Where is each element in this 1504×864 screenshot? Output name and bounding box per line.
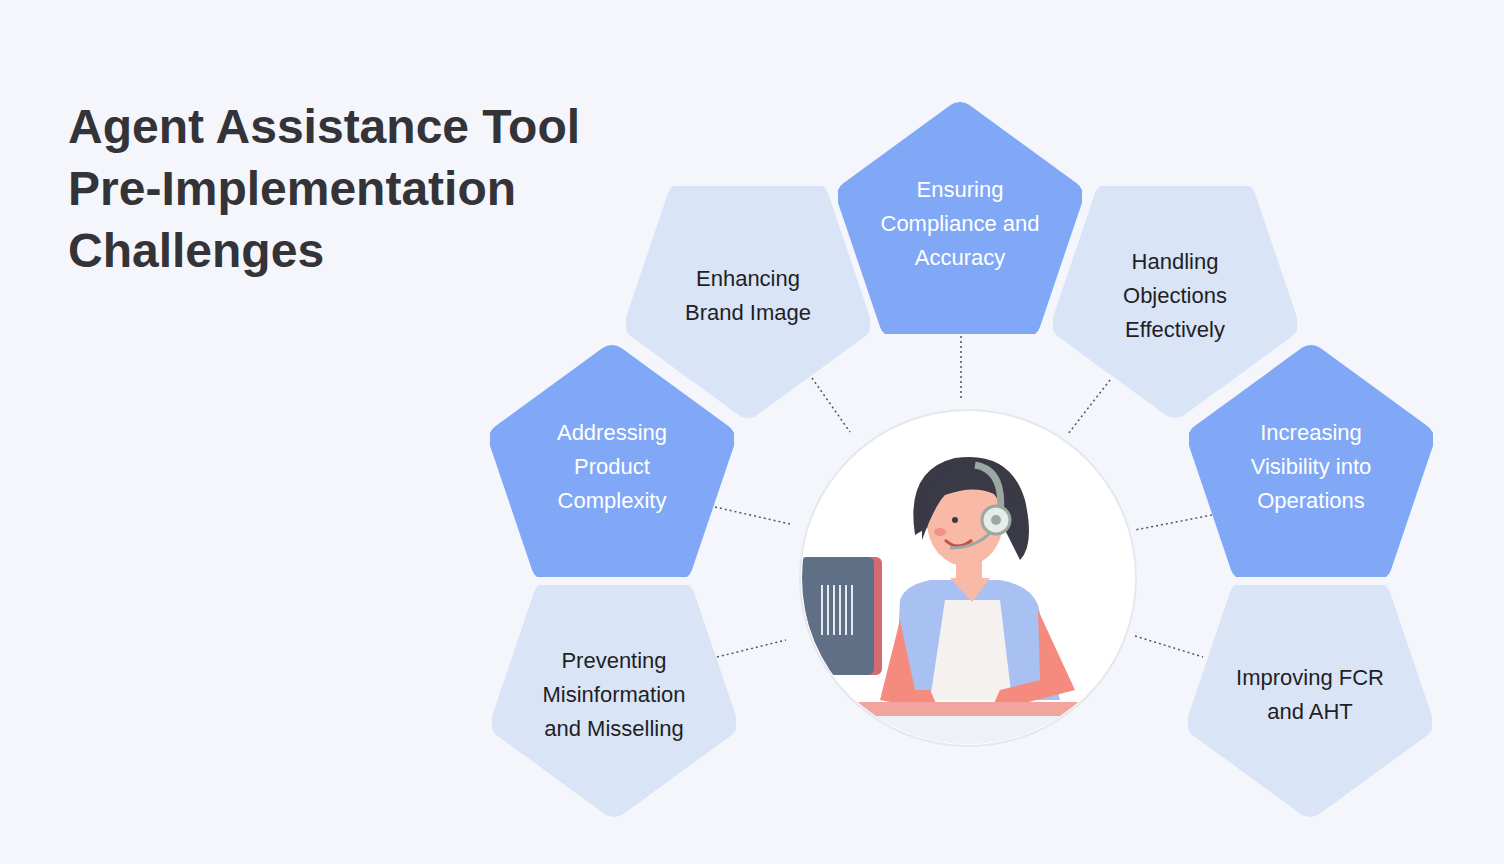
box-label: Handling Objections Effectively [1095,245,1255,347]
title: Agent Assistance Tool Pre-Implementation… [68,96,648,282]
box-label: Addressing Product Complexity [532,416,692,518]
pentagon-box: Ensuring Compliance and Accuracy [838,102,1082,334]
pentagon-box: Increasing Visibility into Operations [1189,345,1433,577]
pentagon-box: Improving FCR and AHT [1188,585,1432,817]
box-label: Enhancing Brand Image [673,262,823,330]
pentagon-box: Preventing Misinformation and Misselling [492,585,736,817]
agent-illustration [768,457,1168,810]
box-label: Preventing Misinformation and Misselling [525,644,703,746]
pentagon-box: Addressing Product Complexity [490,345,734,577]
box-label: Improving FCR and AHT [1236,661,1384,729]
box-label: Ensuring Compliance and Accuracy [873,173,1048,275]
center-circle [800,410,1136,746]
box-label: Increasing Visibility into Operations [1226,416,1396,518]
